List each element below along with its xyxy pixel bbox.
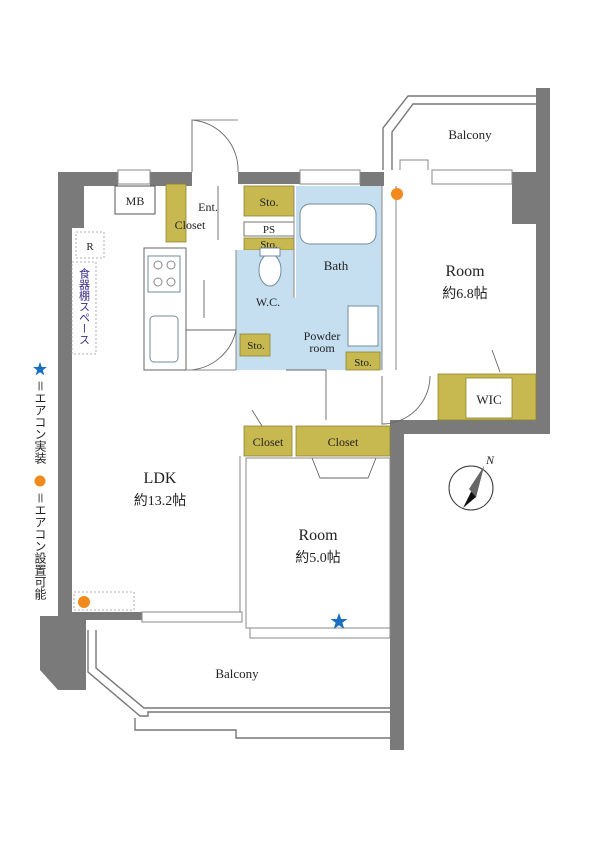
room-2: Room 約5.0帖 [245, 457, 391, 629]
sto-wc [239, 333, 271, 357]
entrance: Closet Ent. Sto. [165, 119, 295, 243]
sto-powder-label: Sto. [354, 357, 372, 369]
balcony-bottom: Balcony [87, 630, 390, 739]
fridge-label: R [86, 241, 94, 253]
room2-name: Room [298, 527, 338, 544]
legend: ＝エアコン実装 ＝エアコン設置可能 [33, 362, 47, 600]
wet-area: Bath W.C. Sto. Sto. Powder room [235, 186, 383, 371]
closet-entry [165, 183, 187, 243]
balcony-bottom-label: Balcony [215, 666, 259, 681]
ent-label: Ent. [198, 200, 218, 214]
cupboard-label: 食器棚スペース [78, 267, 91, 345]
room1-size: 約6.8帖 [442, 286, 488, 302]
room1-name: Room [445, 263, 485, 280]
ldk-size: 約13.2帖 [134, 493, 187, 509]
closet-mid-left [243, 425, 293, 457]
washbasin [347, 305, 379, 347]
compass-north: N [485, 453, 495, 467]
closet-mid-left-label: Closet [253, 435, 284, 449]
ldk-name: LDK [144, 470, 177, 487]
bath-label: Bath [324, 258, 349, 273]
sto-entry [243, 185, 295, 217]
middle-closets: Closet Closet [243, 369, 391, 457]
wic-label: WIC [476, 392, 501, 407]
ldk: LDK 約13.2帖 [73, 369, 241, 612]
powder-label-2: room [309, 341, 335, 355]
legend-dot-text: ＝エアコン設置可能 [33, 492, 47, 600]
balcony-top-label: Balcony [448, 127, 492, 142]
kitchen [143, 247, 237, 371]
closet-entry-label: Closet [175, 218, 206, 232]
closet-mid-right-label: Closet [328, 435, 359, 449]
ac-possible-marker-room1 [391, 188, 403, 200]
legend-star-icon [33, 362, 47, 376]
room2-size: 約5.0帖 [295, 550, 341, 566]
bathtub [299, 203, 377, 245]
sto-powder [345, 351, 381, 371]
sink [149, 315, 179, 363]
sto-wc-label: Sto. [247, 340, 265, 352]
balcony-top: Balcony [382, 95, 542, 170]
mb-label: MB [126, 194, 145, 208]
legend-dot-icon [34, 475, 46, 487]
ps-label: PS [263, 224, 275, 236]
ac-installed-marker-room2 [330, 613, 348, 629]
closet-mid-right [295, 425, 391, 457]
legend-star-text: ＝エアコン実装 [33, 380, 47, 465]
compass: N [448, 453, 495, 511]
powder-label-1: Powder [304, 329, 341, 343]
room-1: Room 約6.8帖 WIC [381, 186, 537, 425]
stove [147, 255, 181, 293]
wc-label: W.C. [256, 295, 280, 309]
mb-box: MB [114, 185, 156, 215]
exterior-walls [40, 88, 550, 750]
sto-entry-label: Sto. [259, 195, 278, 209]
ps-area: PS Sto. [243, 221, 295, 251]
ac-markers [78, 188, 403, 629]
ac-possible-marker-ldk [78, 596, 90, 608]
toilet [258, 253, 282, 287]
fridge-area: R 食器棚スペース [71, 231, 105, 355]
